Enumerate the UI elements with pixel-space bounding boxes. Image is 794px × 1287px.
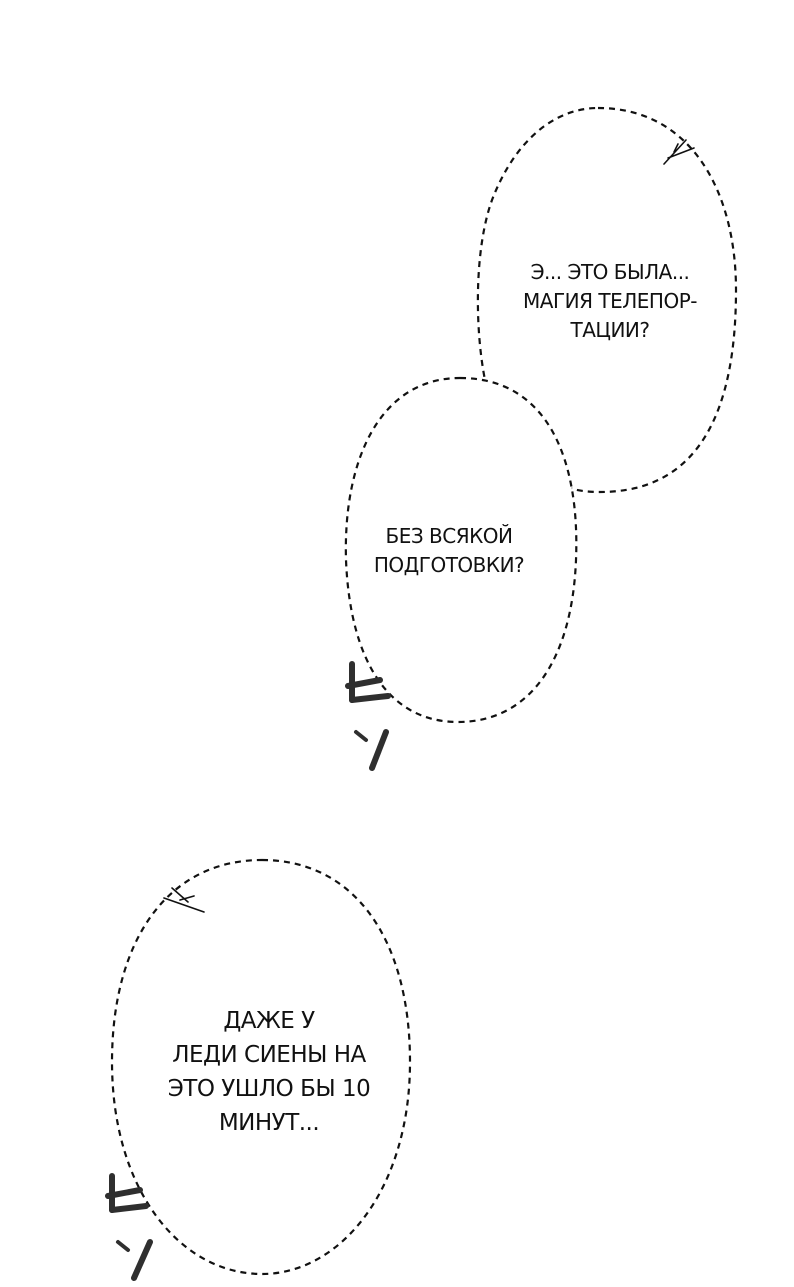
upper-bubble-line-1: Э... ЭТО БЫЛА...: [530, 260, 690, 284]
lower-bubble-line-2: ЛЕДИ СИЕНЫ НА: [172, 1042, 366, 1068]
upper-bubble-line-2: МАГИЯ ТЕЛЕПОР-: [523, 289, 697, 313]
lower-bubble-line-3: ЭТО УШЛО БЫ 10: [167, 1076, 371, 1102]
upper-bubble-outline: [476, 106, 738, 494]
lower-bubble-line-1: ДАЖЕ У: [223, 1008, 315, 1034]
lower-bubble-outline: [110, 858, 412, 1276]
upper-bubble-tick-mark: [663, 139, 695, 165]
middle-bubble-outline: [344, 376, 578, 724]
lower-bubble-text: ДАЖЕ У ЛЕДИ СИЕНЫ НА ЭТО УШЛО БЫ 10 МИНУ…: [134, 1004, 404, 1140]
upper-bubble-text: Э... ЭТО БЫЛА... МАГИЯ ТЕЛЕПОР- ТАЦИИ?: [490, 258, 730, 345]
middle-bubble-line-2: ПОДГОТОВКИ?: [373, 553, 525, 577]
lower-bubble-line-4: МИНУТ...: [218, 1110, 320, 1136]
middle-bubble-line-1: БЕЗ ВСЯКОЙ: [385, 524, 513, 548]
lower-sfx-marks: [105, 1173, 153, 1281]
middle-sfx-marks: [345, 661, 391, 771]
upper-bubble-line-3: ТАЦИИ?: [570, 318, 650, 342]
lower-bubble-tick-mark: [163, 887, 205, 913]
middle-bubble-text: БЕЗ ВСЯКОЙ ПОДГОТОВКИ?: [344, 522, 554, 580]
